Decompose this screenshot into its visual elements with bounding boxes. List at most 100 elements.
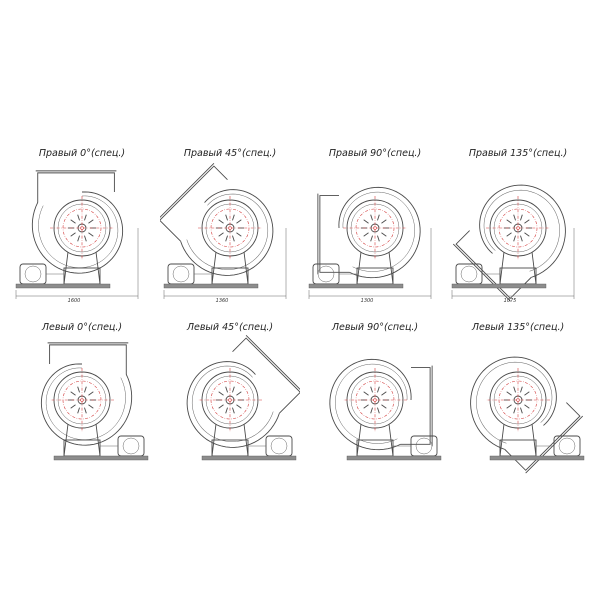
support-frame bbox=[211, 267, 249, 285]
impeller-blade bbox=[88, 232, 94, 237]
motor-end bbox=[415, 437, 433, 455]
impeller-blade bbox=[363, 391, 369, 396]
fan-drawing bbox=[40, 342, 149, 461]
motor-body bbox=[265, 435, 293, 457]
inlet-ring-outer bbox=[489, 199, 547, 257]
fan-drawing: 1075 bbox=[451, 184, 575, 304]
impeller-blade bbox=[377, 407, 380, 414]
volute-inner-line bbox=[335, 363, 408, 444]
impeller-blade bbox=[513, 386, 516, 393]
motor-end bbox=[558, 437, 576, 455]
motor-end bbox=[172, 265, 190, 283]
fan-drawing: 1300 bbox=[308, 186, 432, 304]
outlet-duct bbox=[232, 337, 300, 414]
impeller-blade bbox=[520, 407, 523, 414]
impeller-blade bbox=[381, 232, 387, 237]
impeller-blade bbox=[88, 404, 94, 409]
fan-drawing bbox=[329, 358, 442, 461]
impeller-blade bbox=[236, 219, 242, 224]
motor-end bbox=[122, 437, 140, 455]
impeller-blade bbox=[225, 235, 228, 242]
inlet-ring-outer bbox=[489, 371, 547, 429]
fan-housing-group bbox=[308, 186, 421, 289]
fan-housing-group bbox=[329, 358, 442, 461]
fan-drawing: 1360 bbox=[160, 162, 287, 304]
impeller-blade bbox=[370, 235, 373, 242]
fan-housing-group bbox=[40, 342, 149, 461]
volute-group bbox=[160, 162, 274, 276]
motor-body bbox=[553, 435, 581, 457]
outlet-flange bbox=[160, 162, 215, 221]
volute-outline bbox=[479, 184, 566, 278]
motor-body bbox=[312, 263, 340, 285]
impeller-blade bbox=[225, 386, 228, 393]
impeller-blade bbox=[520, 235, 523, 242]
variant-caption: Правый 90°(спец.) bbox=[328, 148, 422, 159]
impeller-blade bbox=[524, 219, 530, 224]
dimension-value: 1360 bbox=[216, 298, 229, 304]
variant-caption: Левый 0°(спец.) bbox=[41, 322, 123, 333]
fan-housing-group bbox=[470, 356, 585, 474]
dimension-group: 1075 bbox=[451, 228, 575, 304]
impeller-blade bbox=[218, 391, 224, 396]
support-frame bbox=[211, 439, 249, 457]
impeller-blade bbox=[363, 404, 369, 409]
dimension-value: 1075 bbox=[504, 298, 517, 304]
variant-caption: Правый 45°(спец.) bbox=[183, 148, 277, 159]
impeller-blade bbox=[77, 386, 80, 393]
base-plate bbox=[53, 455, 149, 461]
inlet-ring-outer bbox=[346, 371, 404, 429]
inlet-ring-outer bbox=[53, 199, 111, 257]
dimension-group: 1300 bbox=[308, 228, 432, 304]
volute-outline bbox=[40, 363, 133, 446]
impeller-blade bbox=[70, 404, 76, 409]
impeller-blade bbox=[381, 404, 387, 409]
volute-outline bbox=[470, 356, 557, 450]
volute-outline bbox=[186, 361, 280, 448]
fan-housing-group bbox=[160, 162, 274, 289]
impeller-blade bbox=[513, 214, 516, 221]
motor-body bbox=[455, 263, 483, 285]
outlet-duct bbox=[49, 344, 127, 375]
volute-outline bbox=[180, 189, 274, 276]
impeller-blade bbox=[70, 232, 76, 237]
impeller-blade bbox=[370, 386, 373, 393]
impeller-blade bbox=[232, 386, 235, 393]
impeller-blade bbox=[232, 214, 235, 221]
variant-caption: Левый 135°(спец.) bbox=[471, 322, 565, 333]
impeller-blade bbox=[88, 391, 94, 396]
impeller-blade bbox=[363, 232, 369, 237]
volute-group bbox=[31, 170, 124, 274]
impeller-blade bbox=[84, 214, 87, 221]
impeller-blade bbox=[381, 219, 387, 224]
inlet-ring-outer bbox=[201, 199, 259, 257]
impeller-blade bbox=[236, 404, 242, 409]
impeller-blade bbox=[513, 407, 516, 414]
impeller-blade bbox=[506, 404, 512, 409]
volute-group bbox=[40, 342, 133, 446]
impeller-blade bbox=[377, 386, 380, 393]
outlet-flange bbox=[245, 334, 300, 393]
base-plate bbox=[346, 455, 442, 461]
fan-housing-group bbox=[15, 170, 124, 289]
fan-drawing bbox=[186, 334, 300, 461]
impeller-blade bbox=[77, 235, 80, 242]
fan-housing-group bbox=[451, 184, 566, 302]
volute-outline bbox=[338, 186, 421, 279]
impeller-blade bbox=[513, 235, 516, 242]
volute-inner-line bbox=[483, 189, 560, 272]
volute-outline bbox=[329, 358, 412, 451]
inlet-ring-outer bbox=[201, 371, 259, 429]
outlet-duct bbox=[400, 367, 431, 445]
impeller-blade bbox=[77, 214, 80, 221]
motor-body bbox=[410, 435, 438, 457]
impeller-blade bbox=[84, 386, 87, 393]
motor-body bbox=[167, 263, 195, 285]
support-frame bbox=[499, 439, 537, 457]
impeller-blade bbox=[377, 214, 380, 221]
motor-end bbox=[317, 265, 335, 283]
motor-body bbox=[117, 435, 145, 457]
impeller-blade bbox=[370, 407, 373, 414]
base-plate bbox=[308, 283, 404, 289]
